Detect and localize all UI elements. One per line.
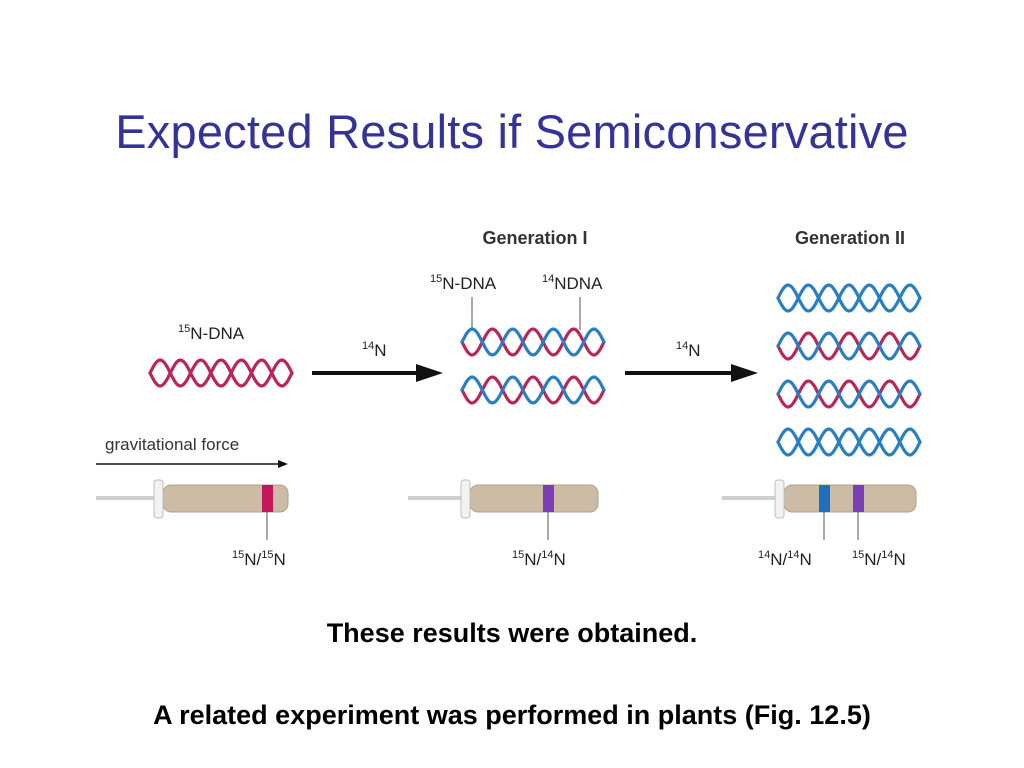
arrow-1-label-text: N (374, 341, 386, 360)
gravity-arrow (96, 460, 288, 468)
semiconservative-diagram: Generation I Generation II 15N-DNA 15N-D… (96, 228, 922, 569)
gen1-heavy-label: 15N-DNA (430, 273, 497, 293)
dna-strand-b (460, 375, 606, 405)
arrow-1-label-sup: 14 (362, 340, 374, 352)
generation-2-heading: Generation II (795, 228, 905, 248)
dna-strand-a (776, 427, 922, 457)
band-label-gen2-light: 14N/14N (758, 549, 812, 569)
dna-strand-b (776, 427, 922, 457)
results-caption: These results were obtained. (326, 618, 698, 648)
centrifuge-tube-gen2 (722, 479, 917, 540)
arrow-2-label-text: N (688, 341, 700, 360)
band-label-gen2-hybrid: 15N/14N (852, 549, 906, 569)
band-label-gen1: 15N/14N (512, 549, 566, 569)
band-label-gen1-end: N (554, 550, 566, 569)
band-label-gen2-light-sup1: 14 (758, 549, 770, 561)
centrifuge-tube-parent (96, 479, 289, 540)
band-label-gen2-light-end: N (800, 550, 812, 569)
gen2-helix-hybrid-2 (776, 379, 922, 409)
dna-strand-b (460, 327, 606, 357)
gen1-helix-hybrid-2 (460, 375, 606, 405)
centrifuge-tube-gen1 (408, 479, 599, 540)
generation-1-heading: Generation I (482, 228, 587, 248)
band-label-parent-sup1: 15 (232, 549, 244, 561)
dna-strand-b (776, 331, 922, 361)
band-label-parent-mid: N/ (244, 550, 261, 569)
gen1-light-label: 14NDNA (542, 273, 603, 293)
band-label-parent-sup2: 15 (261, 549, 273, 561)
gen1-helix-hybrid-1 (460, 327, 606, 357)
band-label-gen2-hybrid-end: N (894, 550, 906, 569)
band-hybrid (543, 485, 554, 512)
dna-strand-a (776, 283, 922, 313)
dna-strand-b (776, 283, 922, 313)
dna-strand-a (776, 331, 922, 361)
gen1-heavy-label-sup: 15 (430, 273, 442, 285)
band-label-gen1-sup2: 14 (541, 549, 553, 561)
band-label-gen2-hybrid-sup1: 15 (852, 549, 864, 561)
arrow-1 (312, 364, 443, 382)
band-label-gen1-mid: N/ (524, 550, 541, 569)
band-label-gen2-light-mid: N/ (770, 550, 787, 569)
dna-strand-b (776, 379, 922, 409)
dna-strand-b (148, 358, 294, 388)
parent-helix-heavy (148, 358, 294, 388)
gen2-helix-light-2 (776, 427, 922, 457)
band-label-gen1-sup1: 15 (512, 549, 524, 561)
band-label-gen2-light-sup2: 14 (787, 549, 799, 561)
band-label-parent: 15N/15N (232, 549, 286, 569)
arrow-2-label-sup: 14 (676, 340, 688, 352)
arrow-2 (625, 364, 758, 382)
dna-strand-a (148, 358, 294, 388)
band-label-gen2-hybrid-sup2: 14 (881, 549, 893, 561)
gen1-light-label-text: NDNA (554, 274, 603, 293)
band-label-gen2-hybrid-mid: N/ (864, 550, 881, 569)
gen2-helix-hybrid-1 (776, 331, 922, 361)
band-light (819, 485, 830, 512)
dna-strand-a (460, 375, 606, 405)
arrow-1-label: 14N (362, 340, 387, 360)
parent-dna-label-sup: 15 (178, 323, 190, 335)
gen1-heavy-label-text: N-DNA (442, 274, 496, 293)
slide-title: Expected Results if Semiconservative (115, 105, 909, 158)
related-experiment-note: A related experiment was performed in pl… (153, 700, 871, 730)
band-heavy (262, 485, 273, 512)
gen2-helix-light-1 (776, 283, 922, 313)
dna-strand-a (776, 379, 922, 409)
parent-dna-label: 15N-DNA (178, 323, 245, 343)
parent-dna-label-text: N-DNA (190, 324, 244, 343)
dna-strand-a (460, 327, 606, 357)
band-label-parent-end: N (274, 550, 286, 569)
arrow-2-label: 14N (676, 340, 701, 360)
gen1-light-label-sup: 14 (542, 273, 554, 285)
band-hybrid (853, 485, 864, 512)
gravity-label: gravitational force (105, 435, 239, 454)
